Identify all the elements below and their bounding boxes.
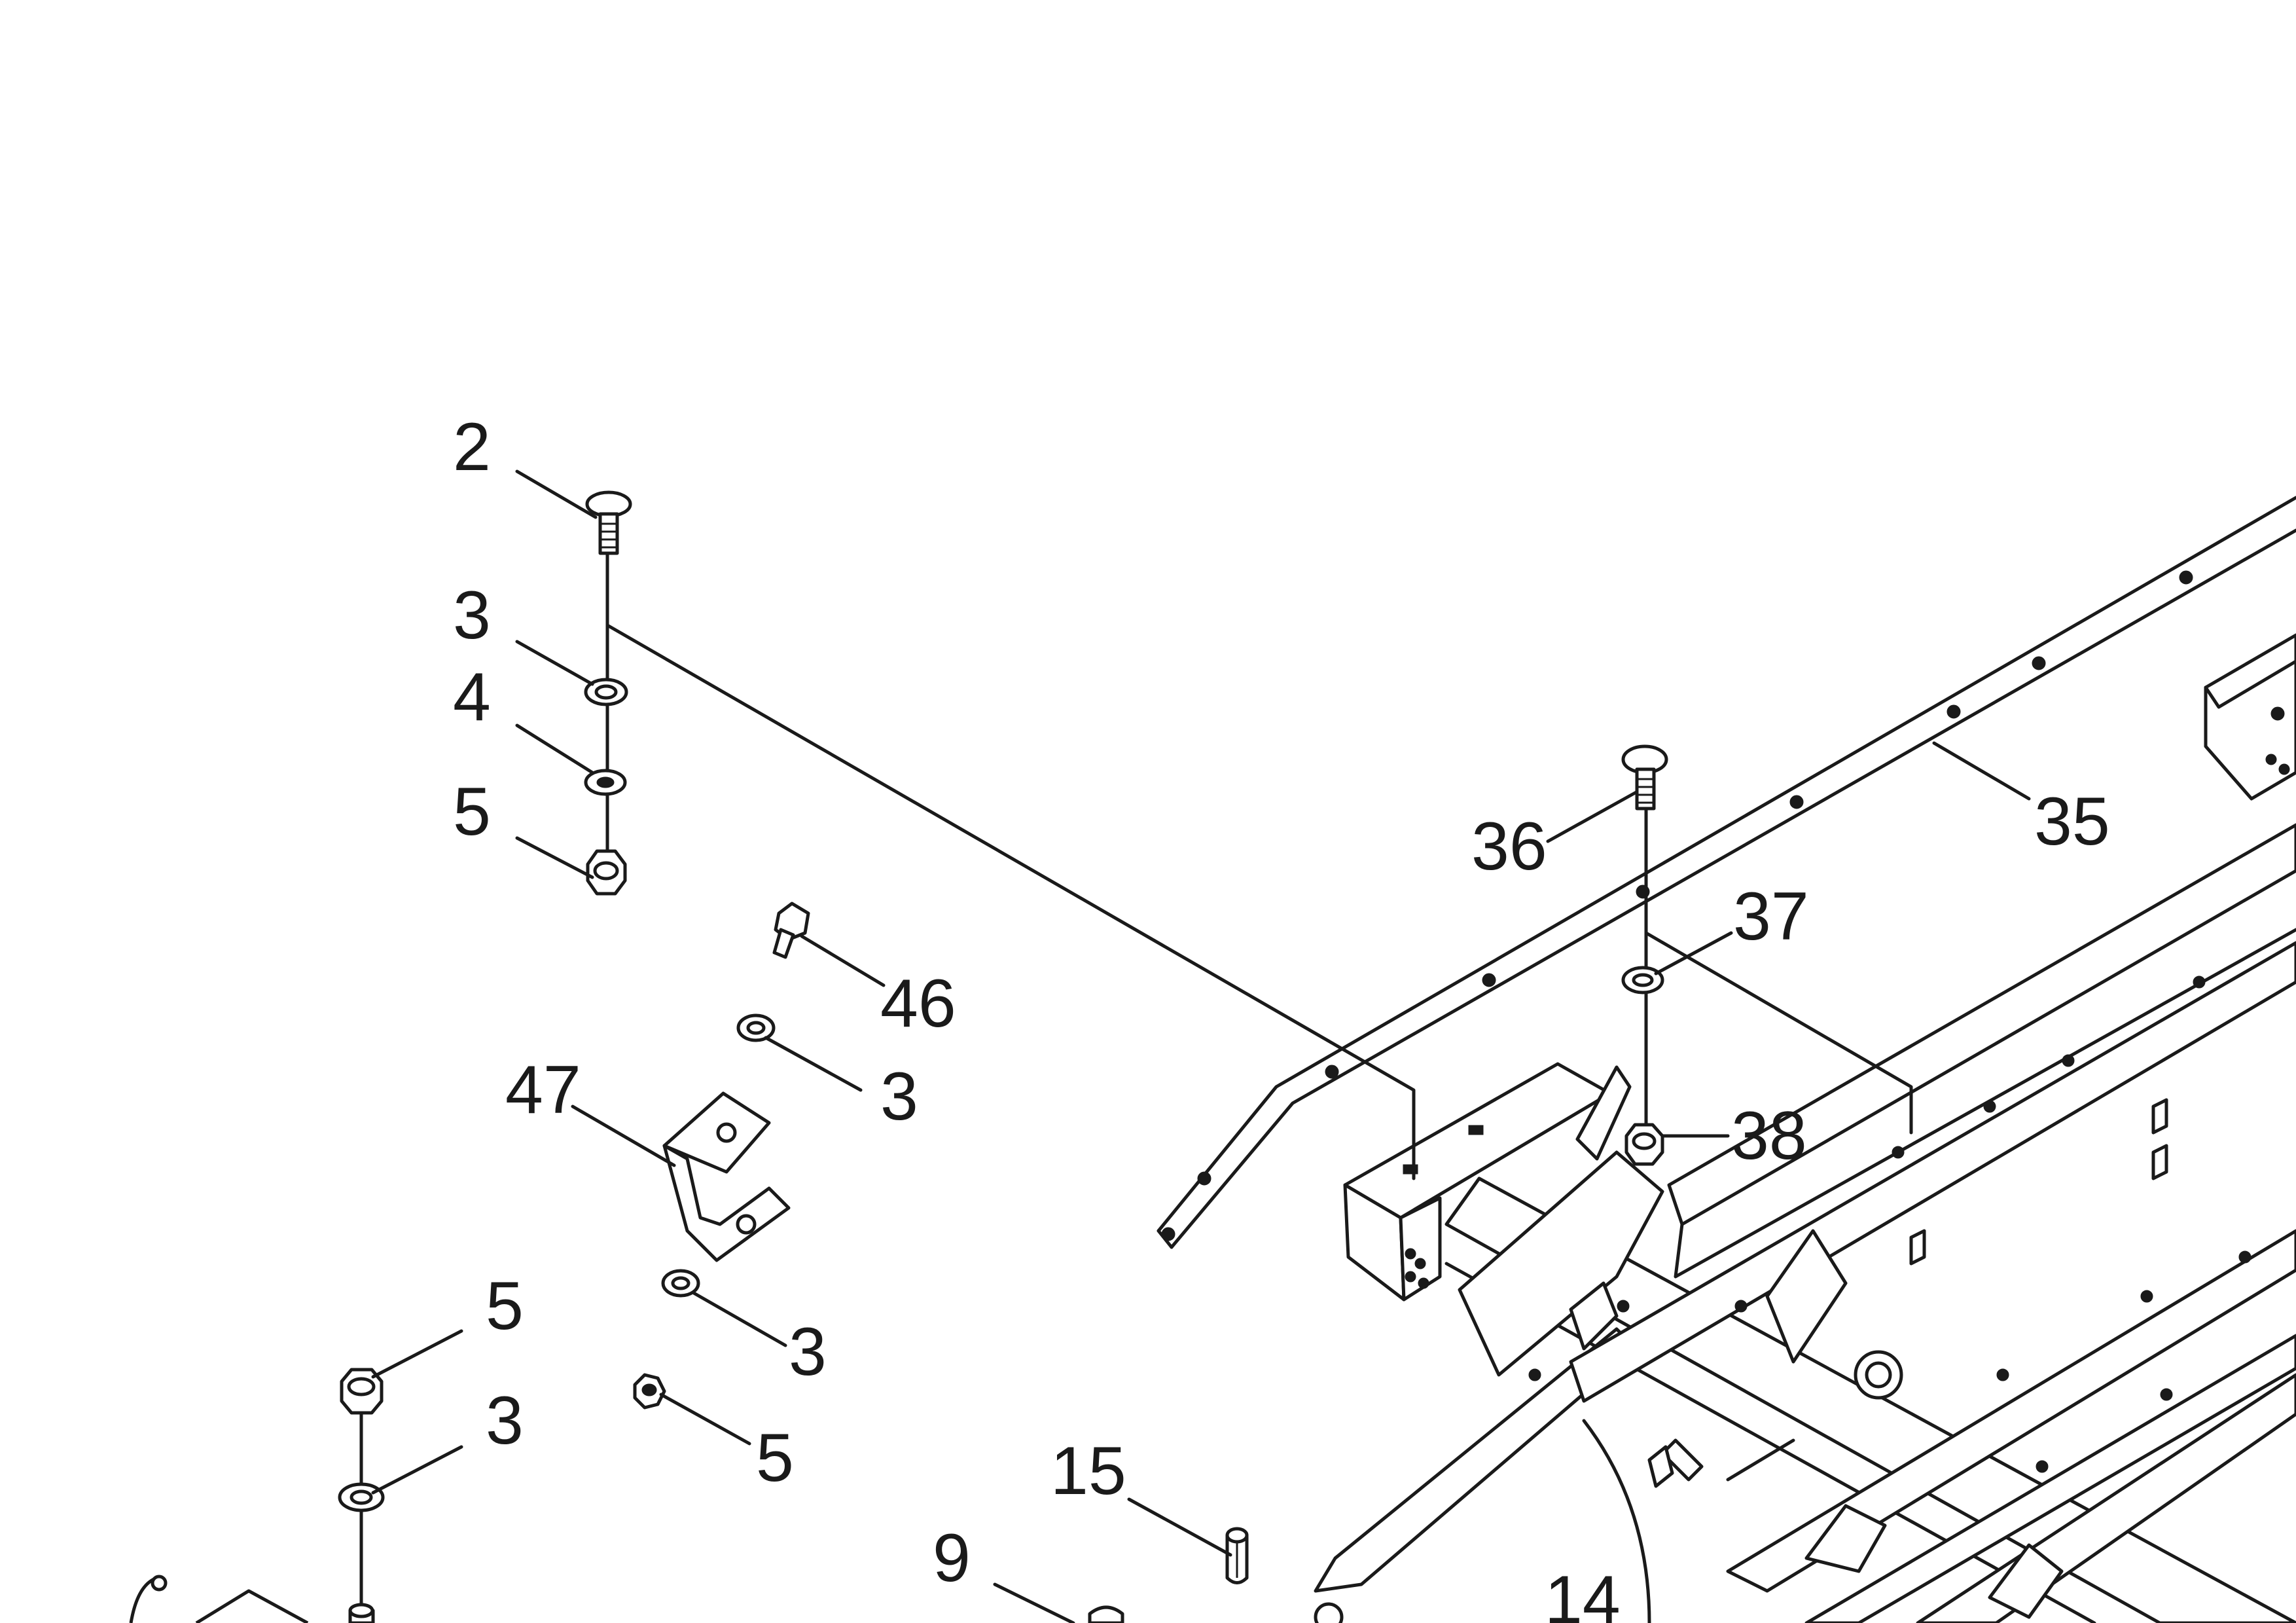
callout-35: 35 (2034, 784, 2110, 860)
callout-5-nut-lower-left: 5 (486, 1268, 524, 1344)
nut-part-5c (633, 1373, 666, 1410)
pin-part-15 (1225, 1527, 1249, 1584)
callout-labels: 2 3 4 5 46 3 47 5 3 3 5 15 9 14 36 35 37… (453, 409, 2110, 1623)
callout-3-washer-mid: 3 (880, 1059, 918, 1135)
callout-9: 9 (933, 1520, 971, 1596)
top-rail-part-35 (1157, 496, 2296, 1249)
callout-36: 36 (1471, 809, 1547, 884)
left-mount-bracket (1343, 1062, 1632, 1302)
leader-lines (371, 469, 2031, 1623)
callout-14: 14 (1545, 1562, 1621, 1623)
callout-4: 4 (453, 659, 491, 735)
bottom-left-fragment (129, 1575, 309, 1623)
bolt-stack-center (1621, 744, 1913, 1166)
callout-5-nut-center: 5 (756, 1420, 794, 1496)
frame-assembly (1157, 496, 2296, 1623)
bolt-stack-left (584, 490, 1416, 1180)
bracket-part-47 (662, 1091, 791, 1262)
frame-fastener-dots (1528, 976, 2251, 1473)
callout-15: 15 (1050, 1433, 1126, 1509)
callout-5-nut-top: 5 (453, 774, 491, 850)
callout-38: 38 (1731, 1098, 1807, 1174)
callout-3-washer-bracket: 3 (789, 1314, 827, 1390)
bolt-stack-lower-left (338, 1368, 385, 1623)
washer-part-3c (661, 1269, 700, 1298)
callout-2: 2 (453, 409, 491, 485)
callout-47: 47 (505, 1052, 581, 1128)
washer-part-3b (736, 1013, 776, 1042)
callout-37: 37 (1733, 879, 1809, 955)
bolt-part-46 (772, 902, 810, 959)
part-9-fragment (1088, 1605, 1124, 1623)
callout-3-washer-lower-left: 3 (486, 1383, 524, 1459)
main-crossbars (1314, 633, 2296, 1623)
callout-46: 46 (880, 966, 956, 1042)
callout-3-washer-top: 3 (453, 577, 491, 653)
